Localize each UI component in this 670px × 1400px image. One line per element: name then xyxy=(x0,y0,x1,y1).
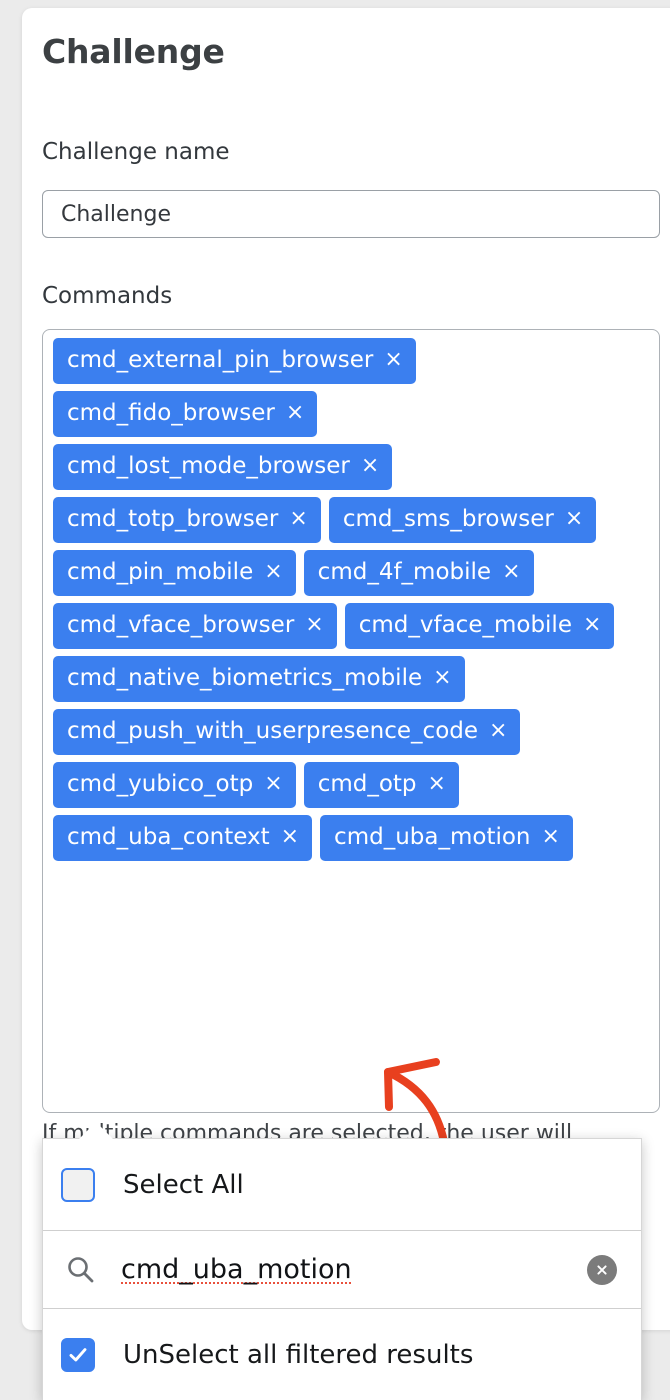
close-icon[interactable]: × xyxy=(289,506,308,531)
close-icon[interactable]: × xyxy=(264,559,283,584)
close-icon[interactable]: × xyxy=(433,665,452,690)
command-chip[interactable]: cmd_lost_mode_browser × xyxy=(53,444,393,490)
select-all-label: Select All xyxy=(123,1169,244,1200)
command-chip-label: cmd_otp xyxy=(317,770,417,797)
challenge-card: Challenge Challenge name Commands cmd_ex… xyxy=(22,8,670,1330)
command-chip-label: cmd_sms_browser xyxy=(342,505,554,532)
command-chip-label: cmd_pin_mobile xyxy=(67,558,254,585)
close-icon[interactable]: × xyxy=(489,718,508,743)
dropdown-item-unselect-filtered[interactable]: UnSelect all filtered results xyxy=(43,1309,641,1400)
close-icon[interactable]: × xyxy=(427,771,446,796)
command-chip[interactable]: cmd_fido_browser × xyxy=(53,391,318,437)
command-chip-label: cmd_external_pin_browser xyxy=(67,346,374,373)
command-chip[interactable]: cmd_totp_browser × xyxy=(53,497,321,543)
unselect-filtered-label: UnSelect all filtered results xyxy=(123,1340,474,1370)
close-icon[interactable]: × xyxy=(582,612,602,637)
command-chip-label: cmd_fido_browser xyxy=(67,399,275,426)
close-icon[interactable]: × xyxy=(384,347,403,372)
clear-search-button[interactable] xyxy=(587,1254,617,1285)
command-chip-label: cmd_uba_motion xyxy=(334,823,531,850)
close-icon[interactable]: × xyxy=(502,559,521,584)
close-icon[interactable]: × xyxy=(541,824,560,849)
commands-chip-box[interactable]: cmd_external_pin_browser × cmd_fido_brow… xyxy=(42,329,660,1113)
select-all-checkbox[interactable] xyxy=(61,1167,95,1202)
commands-dropdown-panel: Select All UnSelect all filtered res xyxy=(42,1122,642,1400)
unselect-filtered-checkbox[interactable] xyxy=(61,1338,95,1372)
close-icon[interactable]: × xyxy=(360,453,380,478)
command-chip[interactable]: cmd_external_pin_browser × xyxy=(53,338,416,384)
close-icon[interactable]: × xyxy=(280,824,300,849)
command-chip[interactable]: cmd_sms_browser × xyxy=(328,497,597,543)
dropdown-search-input[interactable] xyxy=(119,1253,465,1286)
command-chip-label: cmd_native_biometrics_mobile xyxy=(67,664,423,691)
command-chip[interactable]: cmd_vface_mobile × xyxy=(344,603,615,649)
search-icon xyxy=(68,1256,94,1282)
command-chip-label: cmd_lost_mode_browser xyxy=(67,452,350,479)
challenge-name-input[interactable] xyxy=(42,190,660,238)
command-chip[interactable]: cmd_uba_context × xyxy=(53,815,313,861)
commands-label: Commands xyxy=(42,283,173,309)
page-title: Challenge xyxy=(42,32,225,71)
dropdown-item-select-all[interactable]: Select All xyxy=(43,1139,641,1231)
command-chip[interactable]: cmd_pin_mobile × xyxy=(53,550,296,596)
dropdown-caret-icon xyxy=(79,1122,113,1139)
close-icon[interactable]: × xyxy=(285,400,305,425)
close-icon[interactable]: × xyxy=(305,612,324,637)
command-chip[interactable]: cmd_yubico_otp × xyxy=(53,762,296,808)
close-icon[interactable]: × xyxy=(264,771,283,796)
command-chip[interactable]: cmd_uba_motion × xyxy=(320,815,573,861)
close-icon[interactable]: × xyxy=(564,506,584,531)
check-icon xyxy=(69,1348,87,1362)
challenge-name-label: Challenge name xyxy=(42,139,230,165)
command-chip[interactable]: cmd_native_biometrics_mobile × xyxy=(53,656,465,702)
command-chip-label: cmd_yubico_otp xyxy=(67,770,254,797)
command-chip-label: cmd_vface_browser xyxy=(67,611,295,638)
command-chip-label: cmd_vface_mobile xyxy=(358,611,572,638)
dropdown-search-row[interactable] xyxy=(43,1231,641,1309)
command-chip-label: cmd_uba_context xyxy=(67,823,270,850)
close-icon xyxy=(597,1264,607,1275)
command-chip[interactable]: cmd_push_with_userpresence_code × xyxy=(53,709,521,755)
command-chip-label: cmd_push_with_userpresence_code xyxy=(67,717,479,744)
command-chip-label: cmd_4f_mobile xyxy=(317,558,492,585)
command-chip[interactable]: cmd_4f_mobile × xyxy=(303,550,534,596)
command-chip-label: cmd_totp_browser xyxy=(67,505,279,532)
commands-chip-list: cmd_external_pin_browser × cmd_fido_brow… xyxy=(53,338,649,861)
command-chip[interactable]: cmd_vface_browser × xyxy=(53,603,337,649)
command-chip[interactable]: cmd_otp × xyxy=(303,762,459,808)
